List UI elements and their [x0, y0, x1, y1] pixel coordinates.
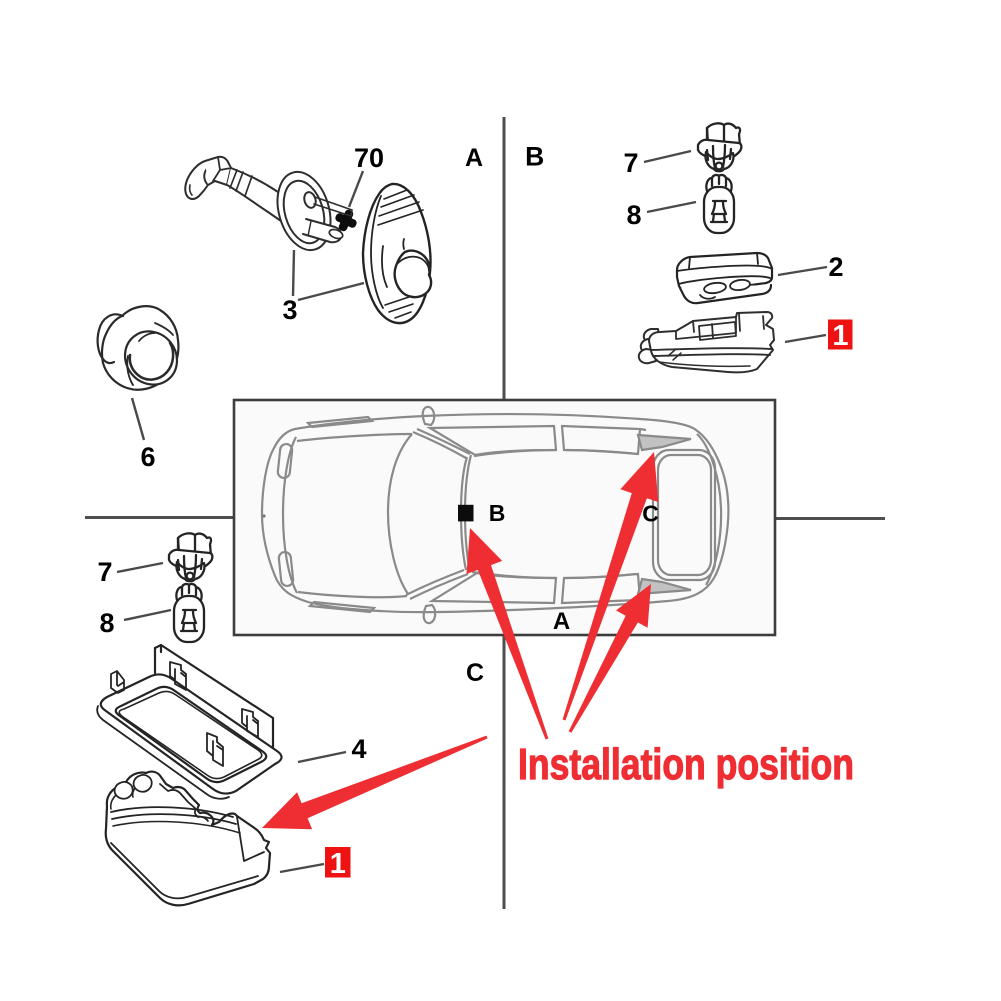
svg-text:B: B — [525, 142, 544, 172]
svg-text:A: A — [553, 608, 570, 635]
svg-text:8: 8 — [99, 608, 114, 638]
svg-text:7: 7 — [623, 148, 638, 178]
svg-text:Installation position: Installation position — [518, 740, 854, 789]
svg-text:C: C — [642, 501, 659, 527]
svg-text:C: C — [466, 659, 484, 687]
svg-text:A: A — [465, 144, 483, 172]
svg-text:8: 8 — [626, 200, 641, 230]
svg-text:6: 6 — [140, 442, 155, 472]
svg-text:1: 1 — [832, 320, 848, 352]
svg-text:4: 4 — [351, 734, 366, 764]
svg-text:2: 2 — [828, 252, 843, 282]
svg-text:70: 70 — [354, 143, 384, 173]
svg-text:1: 1 — [330, 848, 346, 880]
svg-text:B: B — [489, 500, 506, 526]
svg-text:3: 3 — [282, 295, 297, 325]
svg-text:7: 7 — [97, 557, 112, 587]
